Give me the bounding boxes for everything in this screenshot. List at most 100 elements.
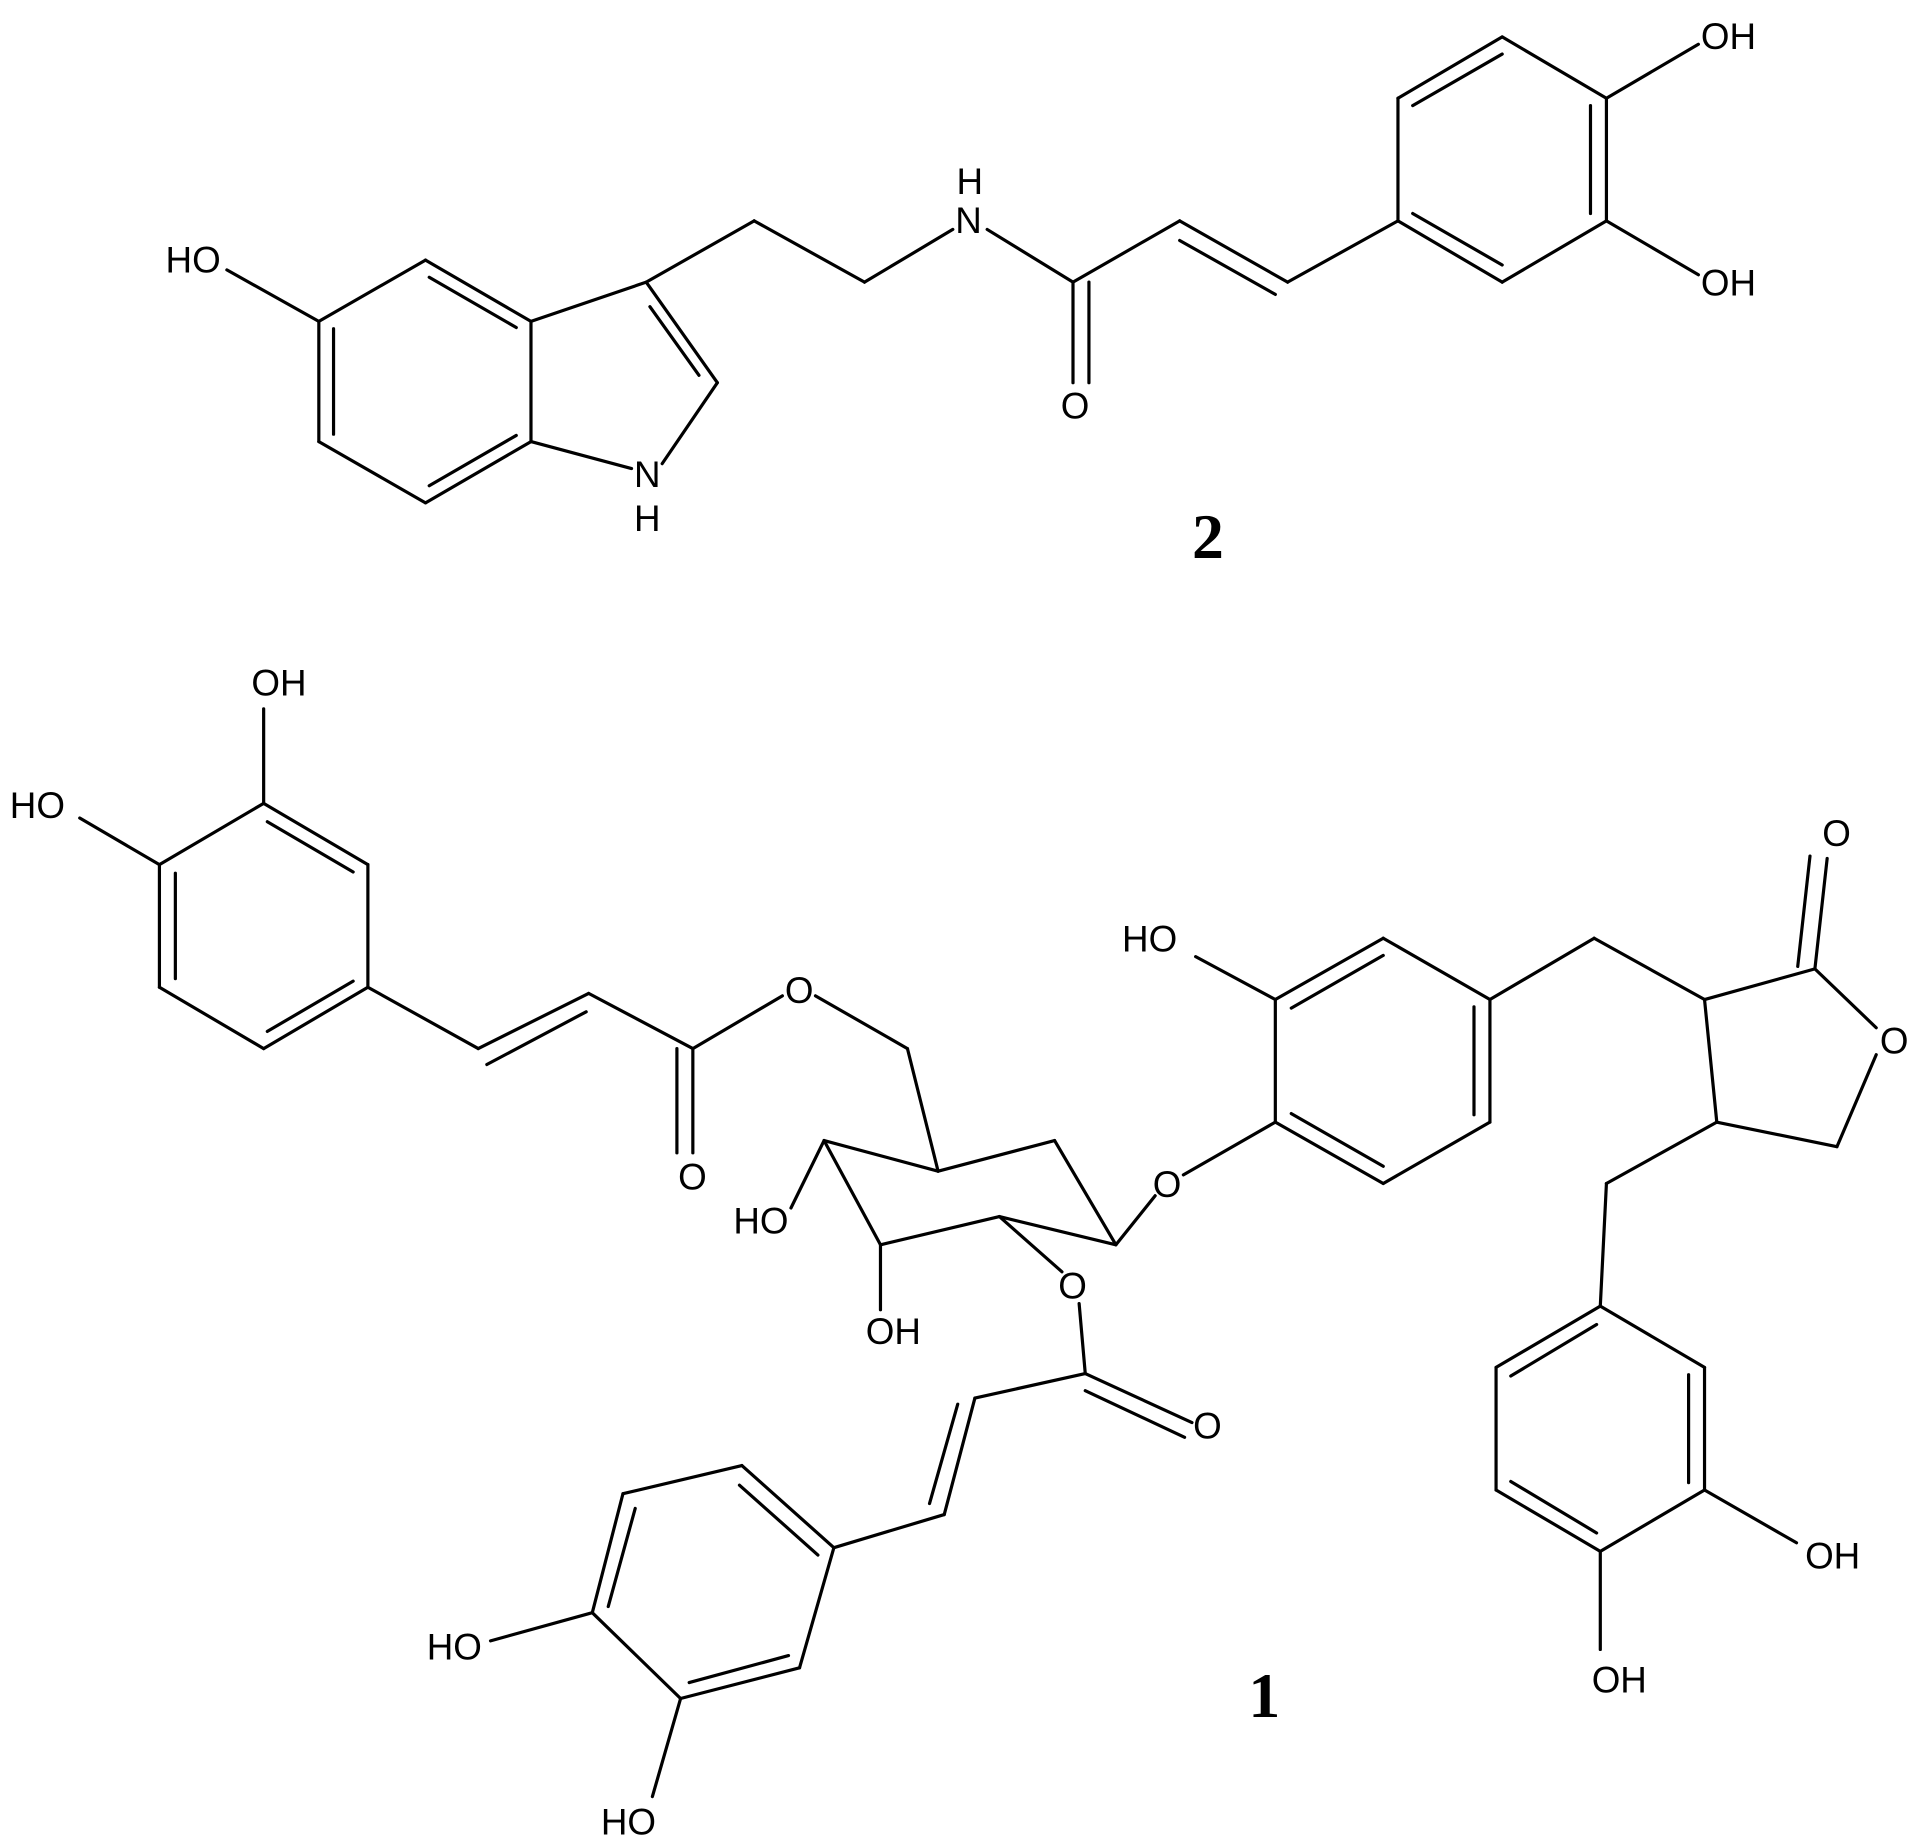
bond [225, 268, 321, 323]
atom-label: HO [427, 1626, 482, 1667]
atom-label: HO [733, 1201, 788, 1242]
bond [942, 1396, 977, 1517]
bond [488, 1611, 594, 1643]
atom-label: OH [1701, 16, 1756, 57]
bond [822, 1138, 883, 1247]
atom-label: O [1061, 385, 1090, 426]
compound-number: 1 [1248, 1660, 1280, 1731]
bond [1604, 219, 1700, 277]
bond [1494, 1304, 1602, 1370]
atom-label: HO [601, 1802, 656, 1843]
bond [1598, 1181, 1609, 1308]
bond [1083, 1389, 1187, 1439]
bond [78, 816, 162, 867]
bond [797, 1546, 836, 1670]
atom-label: N [955, 200, 982, 241]
bond [1083, 1371, 1194, 1425]
bond [1381, 936, 1492, 1002]
atom-label: OH [1592, 1659, 1647, 1700]
bond [1835, 1053, 1878, 1149]
bond [590, 1492, 625, 1615]
bond [1702, 967, 1817, 1002]
atom-label: O [1153, 1164, 1182, 1205]
bond [1396, 219, 1504, 284]
bond [1114, 1194, 1157, 1247]
bond [822, 1138, 940, 1173]
bond [1194, 955, 1277, 1002]
atom-label: N [634, 454, 661, 495]
bond [927, 1402, 960, 1506]
bond [587, 991, 695, 1051]
bond [317, 439, 428, 505]
bond [1077, 1302, 1087, 1376]
bond [862, 227, 955, 284]
bond [157, 801, 266, 867]
atom-label: OH [1805, 1536, 1860, 1577]
bond [1488, 936, 1596, 1002]
bond [423, 439, 533, 505]
bond [1286, 219, 1400, 284]
bond [1813, 856, 1829, 971]
bond [997, 1214, 1118, 1247]
bond [1598, 1304, 1707, 1370]
atom-label: H [634, 498, 661, 539]
bond [1604, 42, 1700, 100]
bond [691, 994, 784, 1051]
bond [1273, 1120, 1385, 1186]
bond [644, 219, 756, 284]
bond [878, 1214, 1002, 1247]
bond [1289, 1111, 1385, 1168]
atom-label: HO [166, 239, 221, 280]
bond [427, 275, 518, 330]
atom-label: H [957, 161, 984, 202]
bond [1715, 1120, 1839, 1149]
bond [157, 985, 266, 1051]
bond [1509, 1479, 1599, 1535]
atom-label: O [1880, 1020, 1909, 1061]
bond [1500, 219, 1609, 284]
bond [1598, 1488, 1707, 1553]
compound-2: HO N H N H O OH OH 2 [166, 16, 1756, 572]
bond [1289, 953, 1385, 1010]
atom-label: O [785, 970, 814, 1011]
bond [687, 1653, 791, 1685]
bond [832, 1512, 946, 1550]
bond [789, 1138, 826, 1210]
bond [905, 1046, 940, 1173]
bond [265, 820, 355, 874]
bond [752, 219, 867, 284]
bond [1592, 936, 1707, 1002]
bond [1411, 211, 1504, 267]
bond [1178, 219, 1290, 284]
bond [423, 258, 533, 323]
bond [936, 1138, 1057, 1173]
bond [1181, 1120, 1277, 1177]
atom-label: OH [1701, 263, 1756, 304]
bond [606, 1506, 637, 1609]
bond [997, 1214, 1064, 1274]
bond [262, 985, 370, 1051]
bond [621, 1463, 744, 1496]
bond [1396, 35, 1504, 100]
bond [262, 801, 370, 867]
bond [650, 1696, 683, 1799]
bond [678, 1666, 802, 1701]
bond [740, 1463, 836, 1550]
bond [1702, 1488, 1799, 1545]
atom-label: HO [1122, 919, 1177, 960]
bond [1381, 1120, 1492, 1186]
atom-label: O [678, 1157, 707, 1198]
atom-label: O [1058, 1266, 1087, 1307]
bond [660, 381, 719, 466]
bond [737, 1483, 820, 1557]
atom-label: O [1822, 813, 1851, 854]
bonds [78, 35, 1878, 1799]
bond [476, 991, 591, 1051]
compound-number: 2 [1192, 501, 1224, 572]
bond [1494, 1488, 1602, 1553]
atom-label: OH [251, 662, 306, 703]
bond [1509, 1322, 1599, 1378]
bond [985, 227, 1075, 284]
